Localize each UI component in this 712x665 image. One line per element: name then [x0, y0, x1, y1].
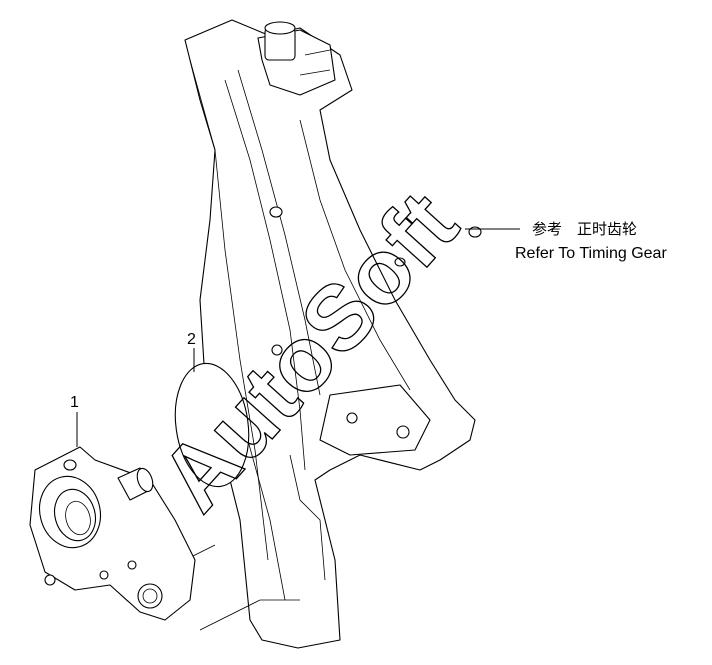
part-1-bearing-housing[interactable] — [29, 446, 196, 621]
part-2-gasket[interactable] — [168, 359, 257, 492]
reference-note-english: Refer To Timing Gear — [515, 245, 667, 262]
engine-housing — [184, 19, 482, 649]
callout-number-1: 1 — [70, 394, 79, 411]
callout-number-2: 2 — [187, 331, 196, 348]
reference-note-chinese: 参考 正时齿轮 — [532, 220, 637, 238]
